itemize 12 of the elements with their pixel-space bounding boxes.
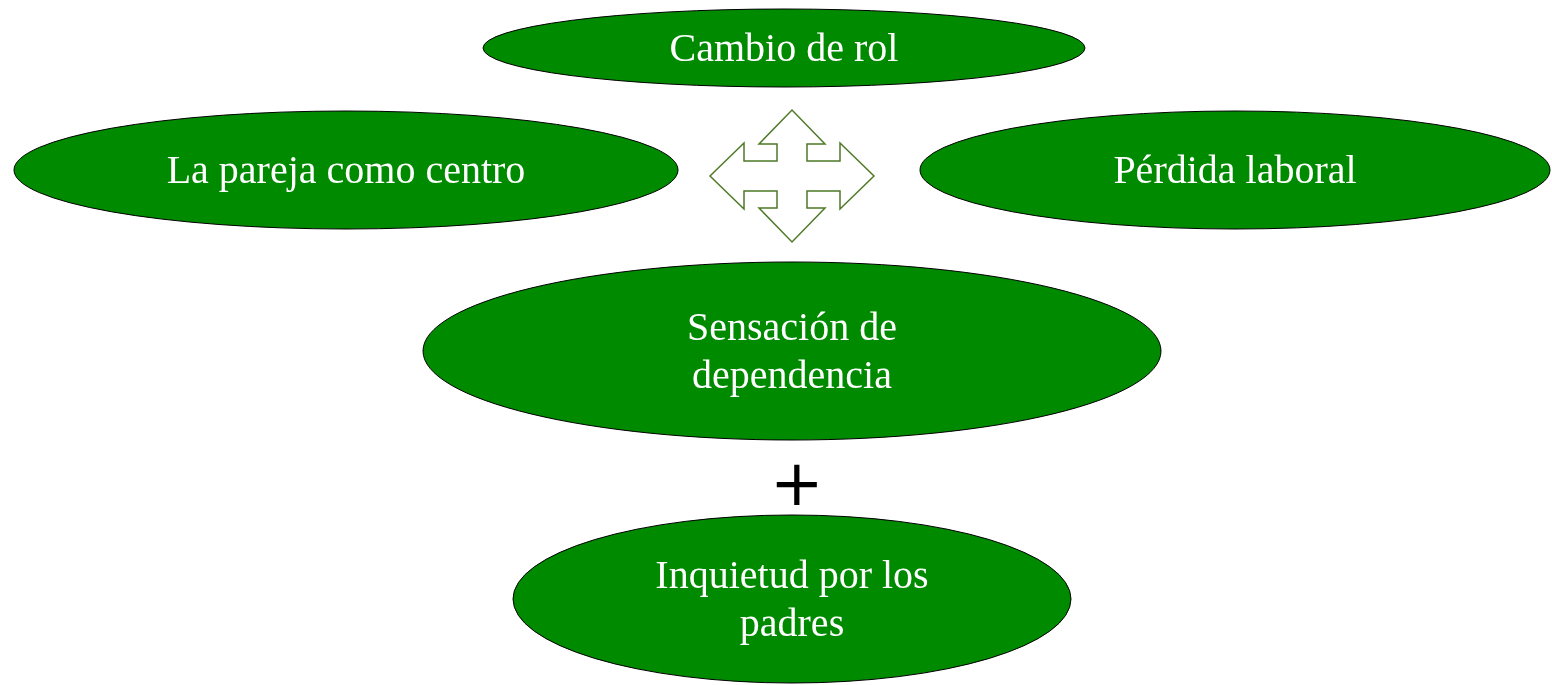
- topic-label: Sensación de dependencia: [686, 303, 898, 399]
- topic-label: La pareja como centro: [166, 146, 526, 194]
- topic-ellipse: [13, 110, 679, 230]
- topic-label: Inquietud por los padres: [654, 551, 930, 647]
- four-way-arrow: [708, 108, 876, 244]
- topic-ellipse: [512, 514, 1072, 684]
- plus-sign: +: [770, 451, 824, 515]
- topic-label: Pérdida laboral: [1113, 146, 1357, 194]
- topic-ellipse: [919, 110, 1551, 230]
- topic-ellipse: [422, 261, 1162, 441]
- topic-label: Cambio de rol: [669, 24, 899, 72]
- topic-ellipse: [482, 8, 1086, 88]
